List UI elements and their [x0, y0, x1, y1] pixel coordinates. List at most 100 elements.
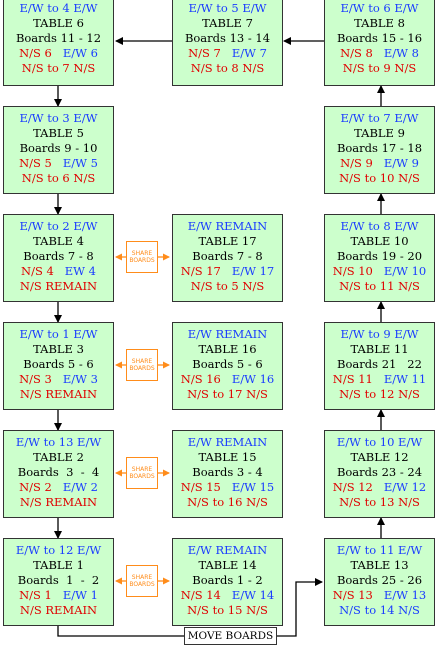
share-boards-badge: SHARE BOARDS — [126, 457, 158, 489]
boards-label: BOARDS — [129, 257, 155, 264]
ns-label: N/S 15 — [180, 480, 221, 494]
table-title: TABLE 4 — [33, 234, 84, 248]
ew-label: E/W 1 — [62, 588, 98, 602]
table-title: TABLE 12 — [350, 450, 409, 464]
boards: Boards 13 - 14 — [184, 31, 271, 45]
ew-label: E/W 3 — [62, 372, 98, 386]
ns-move: N/S to 8 N/S — [190, 61, 265, 75]
ew-label: E/W 8 — [383, 46, 419, 60]
table-3-box: E/W to 1 E/W TABLE 3 Boards 5 - 6 N/S 3 … — [3, 322, 114, 410]
arrow-move-to-t13 — [277, 578, 323, 637]
table-title: TABLE 6 — [33, 16, 84, 30]
ew-move: E/W to 1 E/W — [19, 327, 98, 341]
boards: Boards 21 22 — [337, 357, 422, 371]
ew-move: E/W to 10 E/W — [336, 435, 423, 449]
table-11-box: E/W to 9 E/W TABLE 11 Boards 21 22 N/S 1… — [324, 322, 435, 410]
boards: Boards 7 - 8 — [23, 249, 94, 263]
ns-move: N/S to 17 N/S — [187, 387, 268, 401]
table-7-box: E/W to 5 E/W TABLE 7 Boards 13 - 14 N/S … — [172, 0, 283, 86]
ns-move: N/S to 10 N/S — [339, 171, 420, 185]
table-title: TABLE 3 — [33, 342, 84, 356]
share-label: SHARE — [131, 574, 153, 581]
table-title: TABLE 7 — [202, 16, 253, 30]
table-title: TABLE 5 — [33, 126, 84, 140]
table-title: TABLE 8 — [354, 16, 405, 30]
table-1-box: E/W to 12 E/W TABLE 1 Boards 1 - 2 N/S 1… — [3, 538, 114, 626]
arrow-t1-to-t13 — [57, 626, 184, 637]
ns-move: N/S REMAIN — [19, 387, 98, 401]
ew-label: E/W 17 — [231, 264, 275, 278]
table-title: TABLE 16 — [198, 342, 257, 356]
ns-label: N/S 10 — [332, 264, 373, 278]
boards-label: BOARDS — [129, 365, 155, 372]
ns-label: N/S 2 — [19, 480, 52, 494]
ew-label: E/W 16 — [231, 372, 275, 386]
boards: Boards 17 - 18 — [336, 141, 423, 155]
ew-move: E/W to 4 E/W — [19, 1, 98, 15]
table-title: TABLE 13 — [350, 558, 409, 572]
ns-label: N/S 5 — [19, 156, 52, 170]
ns-label: N/S 6 — [19, 46, 52, 60]
boards: Boards 11 - 12 — [15, 31, 102, 45]
table-title: TABLE 17 — [198, 234, 257, 248]
share-boards-badge: SHARE BOARDS — [126, 349, 158, 381]
ew-label: E/W 15 — [231, 480, 275, 494]
ew-label: EW 4 — [64, 264, 96, 278]
boards-label: BOARDS — [129, 473, 155, 480]
table-10-box: E/W to 8 E/W TABLE 10 Boards 19 - 20 N/S… — [324, 214, 435, 302]
move-boards-label: MOVE BOARDS — [184, 627, 277, 645]
ew-move: E/W to 12 E/W — [15, 543, 102, 557]
boards: Boards 3 - 4 — [17, 465, 100, 479]
boards: Boards 1 - 2 — [192, 573, 263, 587]
ns-label: N/S 16 — [180, 372, 221, 386]
ns-label: N/S 14 — [180, 588, 221, 602]
table-15-box: E/W REMAIN TABLE 15 Boards 3 - 4 N/S 15 … — [172, 430, 283, 518]
ns-move: N/S to 6 N/S — [21, 171, 96, 185]
table-14-box: E/W REMAIN TABLE 14 Boards 1 - 2 N/S 14 … — [172, 538, 283, 626]
ns-move: N/S REMAIN — [19, 279, 98, 293]
boards-label: BOARDS — [129, 581, 155, 588]
ns-label: N/S 3 — [19, 372, 52, 386]
boards: Boards 7 - 8 — [192, 249, 263, 263]
boards: Boards 23 - 24 — [336, 465, 423, 479]
ns-label: N/S 1 — [19, 588, 52, 602]
table-13-box: E/W to 11 E/W TABLE 13 Boards 25 - 26 N/… — [324, 538, 435, 626]
ew-label: E/W 2 — [62, 480, 98, 494]
boards: Boards 1 - 2 — [17, 573, 100, 587]
table-title: TABLE 9 — [354, 126, 405, 140]
ew-label: E/W 11 — [383, 372, 427, 386]
ew-label: E/W 7 — [231, 46, 267, 60]
table-title: TABLE 14 — [198, 558, 257, 572]
ns-move: N/S to 5 N/S — [190, 279, 265, 293]
share-boards-badge: SHARE BOARDS — [126, 565, 158, 597]
table-12-box: E/W to 10 E/W TABLE 12 Boards 23 - 24 N/… — [324, 430, 435, 518]
ns-move: N/S to 9 N/S — [342, 61, 417, 75]
ns-move: N/S to 15 N/S — [187, 603, 268, 617]
ew-move: E/W to 2 E/W — [19, 219, 98, 233]
table-8-box: E/W to 6 E/W TABLE 8 Boards 15 - 16 N/S … — [324, 0, 435, 86]
ns-move: N/S to 14 N/S — [339, 603, 420, 617]
ns-move: N/S to 11 N/S — [339, 279, 420, 293]
table-5-box: E/W to 3 E/W TABLE 5 Boards 9 - 10 N/S 5… — [3, 106, 114, 194]
ew-label: E/W 5 — [62, 156, 98, 170]
ns-label: N/S 11 — [332, 372, 373, 386]
ew-move: E/W to 5 E/W — [188, 1, 267, 15]
table-4-box: E/W to 2 E/W TABLE 4 Boards 7 - 8 N/S 4 … — [3, 214, 114, 302]
share-label: SHARE — [131, 358, 153, 365]
table-9-box: E/W to 7 E/W TABLE 9 Boards 17 - 18 N/S … — [324, 106, 435, 194]
table-title: TABLE 10 — [350, 234, 409, 248]
boards: Boards 5 - 6 — [23, 357, 94, 371]
ns-label: N/S 12 — [332, 480, 373, 494]
table-title: TABLE 11 — [350, 342, 409, 356]
boards: Boards 25 - 26 — [336, 573, 423, 587]
share-label: SHARE — [131, 466, 153, 473]
boards: Boards 5 - 6 — [192, 357, 263, 371]
table-2-box: E/W to 13 E/W TABLE 2 Boards 3 - 4 N/S 2… — [3, 430, 114, 518]
ns-label: N/S 8 — [340, 46, 373, 60]
ns-label: N/S 17 — [180, 264, 221, 278]
ns-move: N/S REMAIN — [19, 603, 98, 617]
ew-label: E/W 13 — [383, 588, 427, 602]
ns-label: N/S 13 — [332, 588, 373, 602]
ns-move: N/S to 12 N/S — [339, 387, 420, 401]
